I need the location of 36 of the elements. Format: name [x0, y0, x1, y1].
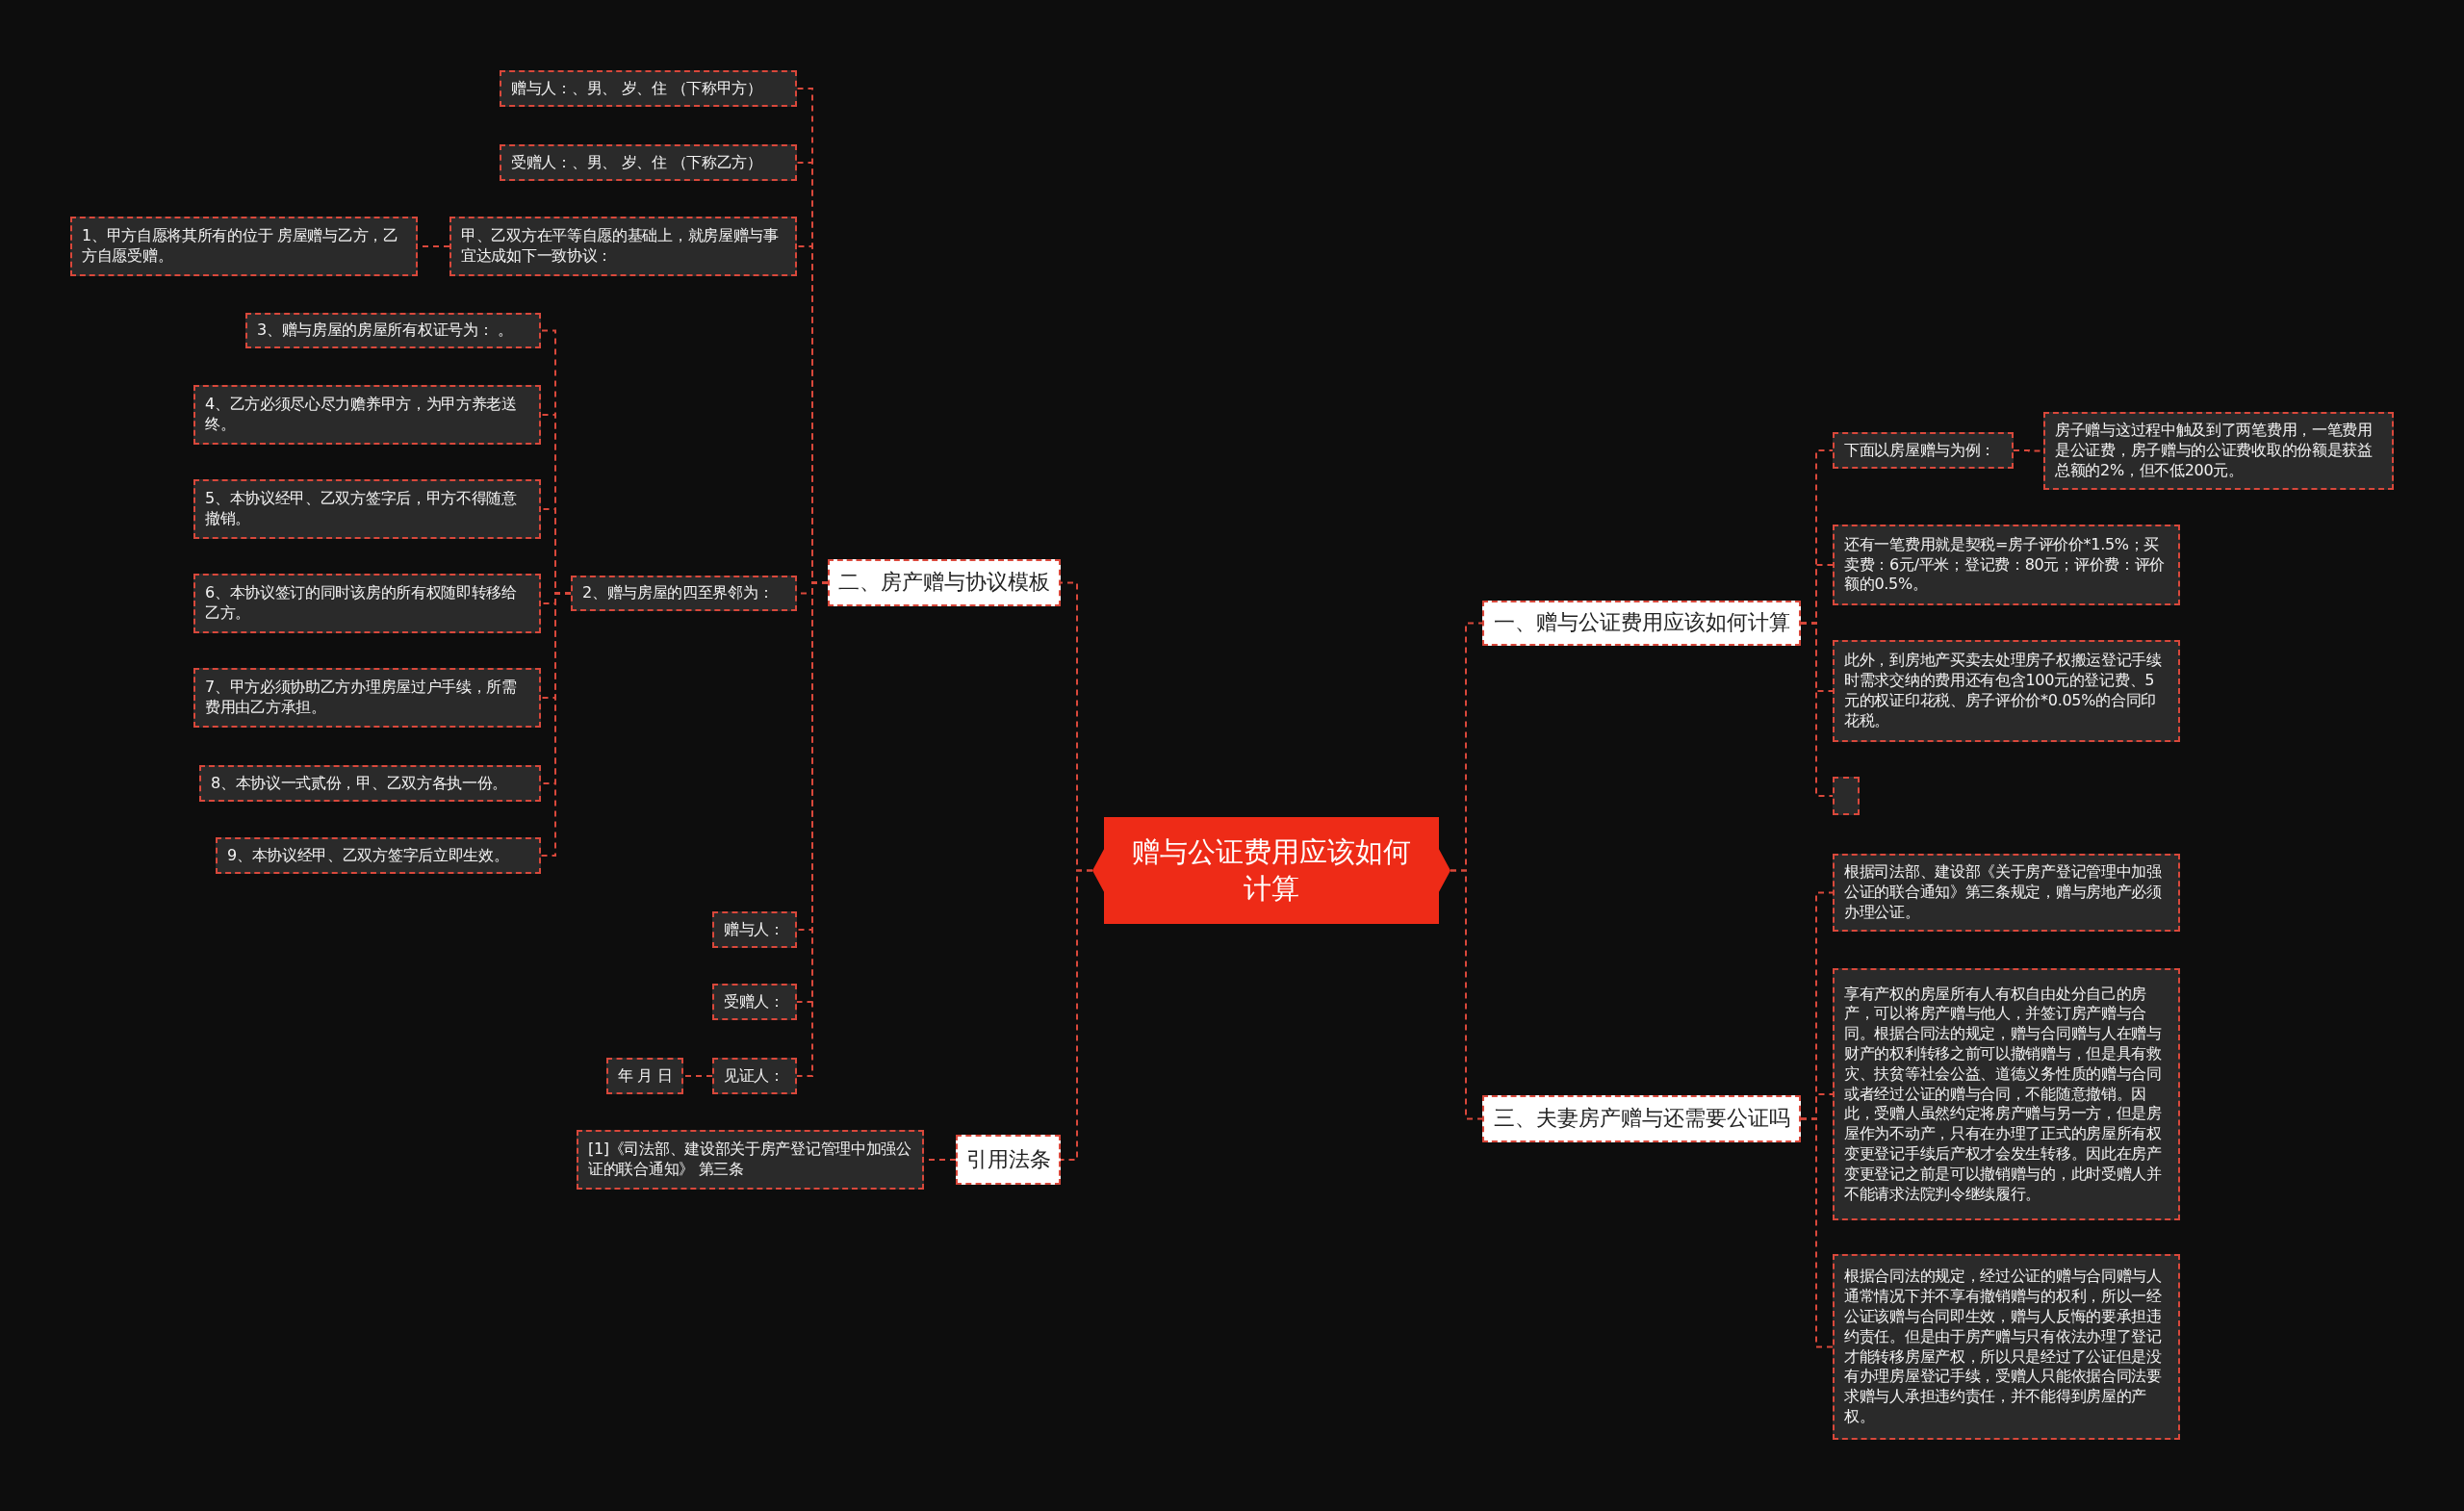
- branch-topic: 三、夫妻房产赠与还需要公证吗: [1482, 1095, 1801, 1142]
- connector-line: [1800, 622, 1834, 797]
- topic-box: 4、乙方必须尽心尽力赡养甲方，为甲方养老送终。: [193, 385, 541, 445]
- topic-box: 下面以房屋赠与为例：: [1833, 432, 2014, 469]
- topic-box: 受赠人：、男、 岁、住 （下称乙方）: [500, 144, 797, 181]
- topic-box: 1、甲方自愿将其所有的位于 房屋赠与乙方，乙方自愿受赠。: [70, 217, 418, 276]
- topic-box: 赠与人：、男、 岁、住 （下称甲方）: [500, 70, 797, 107]
- topic-box: 受赠人：: [712, 984, 797, 1020]
- topic-box: 5、本协议经甲、乙双方签字后，甲方不得随意撤销。: [193, 479, 541, 539]
- topic-box: 见证人：: [712, 1058, 797, 1094]
- topic-box: 享有产权的房屋所有人有权自由处分自己的房产，可以将房产赠与他人，并签订房产赠与合同。根据合同法的规定，赠与合同赠与人在赠与财产的权利转移之前可以撤销赠与，但是具有救灾、扶贫等社会公益、道德义务性质的赠与合同或者经过公证的赠与合同，不能随意撤销。因此，受赠人虽然约定将房产赠与另一方，但是房屋作为不动产，只有在办理了正式的房屋所有权变更登记手续后产权才会发生转移。因此在房产变更登记之前是可以撤销赠与的，此时受赠人并不能请求法院判令继续履行。: [1833, 968, 2180, 1220]
- topic-box: 还有一笔费用就是契税=房子评价价*1.5%；买卖费：6元/平米；登记费：80元；评价费：评价额的0.5%。: [1833, 525, 2180, 605]
- connector-line: [1450, 869, 1483, 1120]
- topic-box: 7、甲方必须协助乙方办理房屋过户手续，所需费用由乙方承担。: [193, 668, 541, 728]
- connector-line: [540, 592, 572, 857]
- topic-box: 根据合同法的规定，经过公证的赠与合同赠与人通常情况下并不享有撤销赠与的权利，所以一经公证该赠与合同即生效，赠与人反悔的要承担违约责任。但是由于房产赠与只有依法办理了登记才能转移房屋产权，所以只是经过了公证但是没有办理房屋登记手续，受赠人只能依据合同法要求赠与人承担违约责任，并不能得到房屋的产权。: [1833, 1254, 2180, 1440]
- branch-topic: 引用法条: [956, 1135, 1061, 1185]
- central-topic: 赠与公证费用应该如何计算: [1092, 817, 1450, 924]
- topic-box: [1]《司法部、建设部关于房产登记管理中加强公证的联合通知》 第三条: [577, 1130, 924, 1190]
- topic-box: 2、赠与房屋的四至界邻为：: [571, 576, 797, 611]
- topic-box: 房子赠与这过程中触及到了两笔费用，一笔费用是公证费，房子赠与的公证费收取的份额是获益总额的2%，但不低200元。: [2043, 412, 2394, 490]
- topic-box: 根据司法部、建设部《关于房产登记管理中加强公证的联合通知》第三条规定，赠与房地产必须办理公证。: [1833, 854, 2180, 932]
- topic-box: 3、赠与房屋的房屋所有权证号为： 。: [245, 313, 541, 348]
- topic-box: 9、本协议经甲、乙双方签字后立即生效。: [216, 837, 541, 874]
- topic-box: 甲、乙双方在平等自愿的基础上，就房屋赠与事宜达成如下一致协议：: [449, 217, 797, 276]
- topic-box: 赠与人：: [712, 911, 797, 948]
- connector-line: [1060, 869, 1093, 1161]
- topic-box: 年 月 日: [606, 1058, 683, 1094]
- topic-box: 8、本协议一式贰份，甲、乙双方各执一份。: [199, 765, 541, 802]
- branch-topic: 二、房产赠与协议模板: [828, 559, 1061, 606]
- connector-line: [682, 1075, 713, 1077]
- branch-topic: 一、赠与公证费用应该如何计算: [1482, 601, 1801, 646]
- topic-box: 此外，到房地产买卖去处理房子权搬运登记手续时需求交纳的费用还有包含100元的登记费、5元的权证印花税、房子评价价*0.05%的合同印花税。: [1833, 640, 2180, 742]
- empty-box: [1833, 777, 1860, 815]
- connector-line: [1800, 1117, 1834, 1348]
- topic-box: 6、本协议签订的同时该房的所有权随即转移给乙方。: [193, 574, 541, 633]
